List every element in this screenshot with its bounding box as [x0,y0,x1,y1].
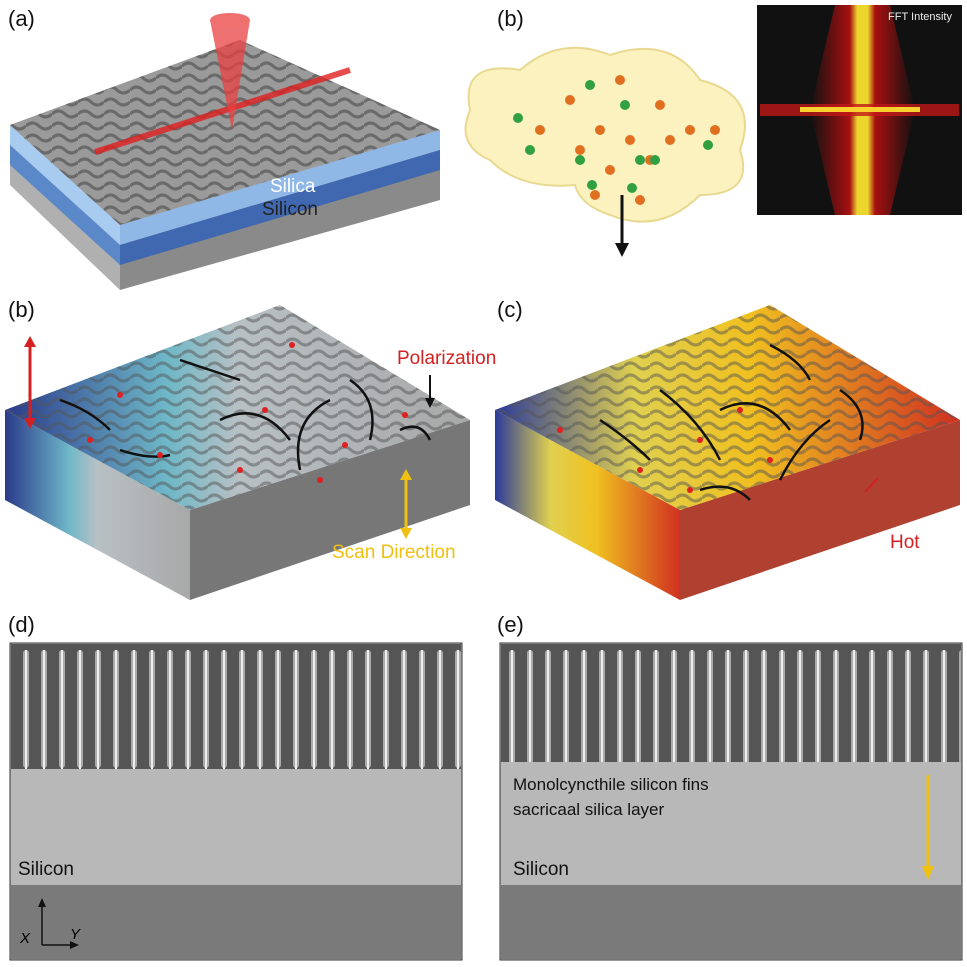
panel-b-mid-label: (b) [8,297,35,322]
axis-y-label: Y [70,926,81,943]
panel-a-slab [10,13,440,290]
hot-label: Hot [890,532,920,553]
axis-x-label: X [20,930,31,947]
panel-b-top-label: (b) [497,6,524,31]
panel-a-label: (a) [8,6,35,31]
polarization-label: Polarization [397,348,497,369]
panel-d-label: (d) [8,612,35,637]
silicon-label-e: Silicon [513,859,569,880]
panel-e-sem [499,642,963,961]
scan-direction-label: Scan Direction [332,542,456,563]
panel-b-mid-slab [5,305,470,600]
silicon-label-d: Silicon [18,859,74,880]
panel-c-label: (c) [497,297,523,322]
annotation-line2: sacricaal silica layer [513,800,665,819]
panel-b-cloud [464,46,746,257]
silicon-label: Silicon [262,199,318,220]
silica-label: Silica [270,176,316,197]
panel-c-slab [495,305,960,600]
panel-d-sem [9,642,463,961]
annotation-line1: Monolcyncthile silicon fins [513,775,709,794]
fft-image [757,5,962,215]
fft-intensity-label: FFT Intensity [888,11,952,23]
panel-e-label: (e) [497,612,524,637]
